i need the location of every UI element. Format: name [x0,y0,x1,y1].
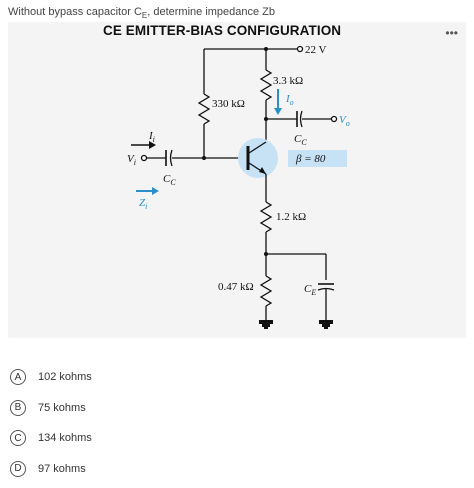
ce-label: CE [304,283,316,297]
zi-arrow-head [152,187,159,195]
choice-letter-badge: C [10,430,26,446]
vi-terminal [140,154,148,162]
re1-label: 1.2 kΩ [276,211,306,223]
transistor-highlight [238,138,278,178]
vi-label: Vi [127,153,136,167]
io-label: Io [285,93,294,107]
question-text-part: , determine impedance Zb [147,6,276,18]
cc-in-plate-curved [169,149,173,167]
choice-letter-badge: B [10,399,26,416]
answer-choices: A 102 kohms B 75 kohms C 134 kohms D 97 … [10,366,92,488]
ground-icon [259,320,273,329]
question-subscript: E [141,11,148,21]
beta-box [288,150,347,167]
junction-dot [264,252,268,256]
choice-letter-badge: A [10,369,26,385]
cc-in-label: CC [163,173,176,187]
rb-resistor [197,93,211,125]
vo-label: Vo [339,114,350,128]
choice-label: 134 kohms [38,432,92,444]
rc-label: 3.3 kΩ [273,75,303,87]
question-text-part: Without bypass capacitor C [8,6,142,18]
more-options-icon[interactable]: ••• [445,26,458,40]
junction-dot [202,156,206,160]
question-text: Without bypass capacitor CE, determine i… [8,6,275,20]
vcc-terminal [296,45,304,53]
ii-arrow-head [149,141,156,149]
choice-c[interactable]: C 134 kohms [10,427,92,449]
rc-resistor [259,69,273,101]
vo-terminal [330,115,338,123]
ground-icon [319,320,333,329]
ii-label: Ii [148,130,155,144]
emitter-arrow [259,167,266,174]
circuit-figure: ••• CE EMITTER-BIAS CONFIGURATION [8,22,466,338]
re2-resistor [259,275,273,307]
figure-title: CE EMITTER-BIAS CONFIGURATION [103,23,342,38]
vcc-label: 22 V [305,44,327,56]
choice-b[interactable]: B 75 kohms [10,397,92,419]
rb-label: 330 kΩ [212,98,245,110]
choice-d[interactable]: D 97 kohms [10,458,92,480]
beta-label: β = 80 [295,153,326,165]
re1-resistor [259,201,273,233]
transistor-collector [248,141,267,154]
re2-label: 0.47 kΩ [218,281,254,293]
choice-label: 102 kohms [38,371,92,383]
cc-out-label: CC [294,133,307,147]
zi-label: Zi [139,197,147,211]
junction-dot [264,47,268,51]
cc-out-plate-curved [299,110,303,128]
junction-dot [264,117,268,121]
choice-letter-badge: D [10,460,26,477]
choice-label: 97 kohms [38,462,86,475]
choice-label: 75 kohms [38,401,86,414]
choice-a[interactable]: A 102 kohms [10,366,92,388]
circuit-diagram: 22 V 3.3 kΩ Io 330 kΩ Vo CC Ii Vi β = 80… [127,44,350,329]
io-arrow-head [274,108,282,115]
